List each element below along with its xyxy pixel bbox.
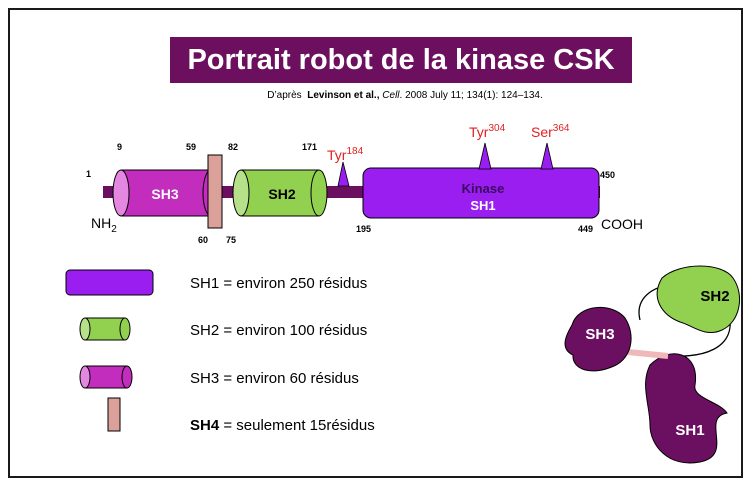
site-tyr184-marker — [337, 161, 350, 187]
c-terminus-label: COOH — [601, 216, 643, 232]
legend-sh4-text: SH4 = seulement 15résidus — [190, 417, 375, 434]
domain-sh2-label: SH2 — [268, 186, 295, 202]
position-label: 449 — [578, 224, 593, 234]
position-label: 171 — [302, 142, 317, 152]
citation-authors: Levinson et al., — [307, 90, 380, 101]
legend-sh1-text: SH1 = environ 250 résidus — [190, 275, 367, 292]
structure-cartoon: SH2 SH3 SH1 — [564, 265, 740, 464]
structure-sh2-label: SH2 — [700, 288, 729, 305]
site-tyr304-marker — [478, 142, 492, 170]
site-tyr184-label: Tyr184 — [327, 146, 364, 163]
citation: D’après Levinson et al., Cell. 2008 July… — [180, 90, 630, 101]
n-terminus-label: NH2 — [91, 215, 117, 235]
structure-sh3 — [564, 306, 632, 372]
site-ser364-marker — [540, 142, 554, 170]
legend-sh2-swatch — [79, 317, 131, 341]
position-label: 59 — [186, 142, 196, 152]
site-tyr304-label: Tyr304 — [469, 123, 506, 140]
domain-kinase: Kinase SH1 — [362, 167, 600, 219]
structure-sh1-label: SH1 — [675, 422, 704, 439]
domain-kinase-sub-label: SH1 — [470, 198, 495, 213]
structure-sh3-label: SH3 — [585, 326, 614, 343]
domain-sh2: SH2 — [232, 169, 328, 217]
position-label: 1 — [86, 169, 91, 179]
legend: SH1 = environ 250 résidus SH2 = environ … — [65, 269, 375, 434]
position-label: 60 — [198, 235, 208, 245]
position-label: 82 — [228, 142, 238, 152]
position-label: 75 — [226, 235, 236, 245]
citation-journal: Cell — [382, 90, 400, 101]
legend-sh2-text: SH2 = environ 100 résidus — [190, 322, 367, 339]
position-label: 195 — [356, 224, 371, 234]
domain-sh3-label: SH3 — [151, 186, 178, 202]
domain-kinase-label: Kinase — [462, 181, 505, 196]
position-label: 9 — [117, 142, 122, 152]
citation-prefix: D’après — [267, 90, 302, 101]
slide-title: Portrait robot de la kinase CSK — [170, 37, 632, 83]
legend-sh1-swatch — [65, 269, 154, 296]
structure-sh1 — [645, 353, 728, 464]
slide-frame — [8, 8, 743, 478]
citation-rest: . 2008 July 11; 134(1): 124–134. — [399, 90, 543, 101]
position-label: 450 — [600, 170, 615, 180]
site-ser364-label: Ser364 — [531, 123, 570, 140]
legend-sh4-swatch — [107, 397, 121, 432]
domain-sh3: SH3 — [112, 169, 220, 217]
legend-sh3-swatch — [79, 365, 133, 389]
structure-sh2 — [656, 265, 740, 334]
structure-linker — [627, 349, 669, 359]
linker-segment — [207, 154, 223, 229]
legend-sh3-text: SH3 = environ 60 résidus — [190, 370, 359, 387]
